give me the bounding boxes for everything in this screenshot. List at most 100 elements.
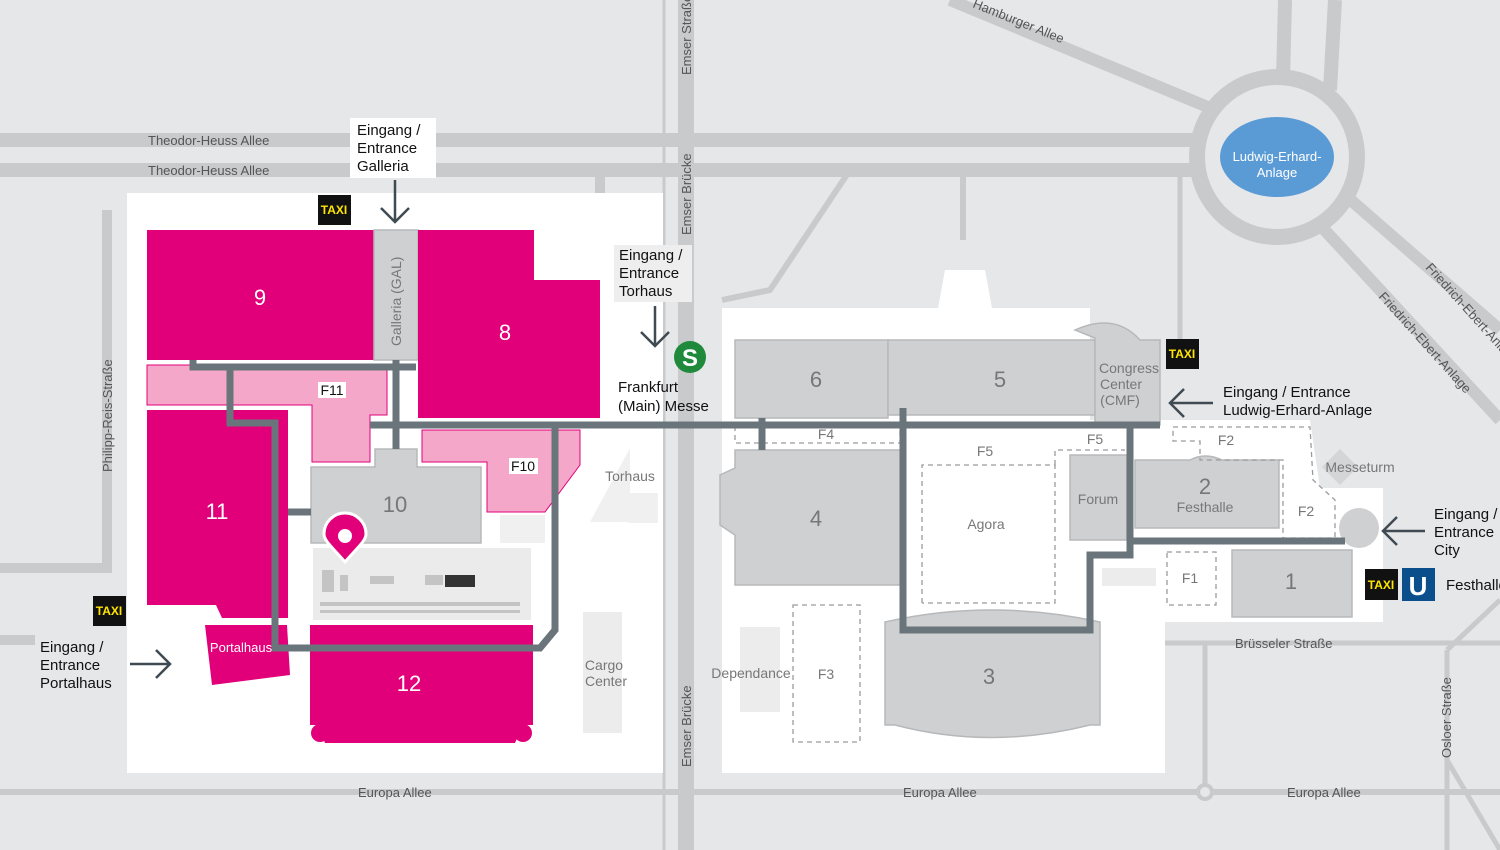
entrance-torhaus-3[interactable]: Torhaus [619, 283, 672, 300]
location-pin-icon[interactable] [322, 511, 368, 565]
label-theodor-heuss-2: Theodor-Heuss Allee [148, 163, 269, 178]
entrance-torhaus-1[interactable]: Eingang / [619, 247, 683, 264]
hall-6[interactable] [734, 339, 889, 419]
svg-text:TAXI: TAXI [321, 203, 347, 217]
hall-2-festhalle[interactable] [1134, 455, 1280, 529]
label-f11: F11 [320, 382, 343, 398]
entrance-torhaus-box [614, 245, 692, 302]
road-friedrich-ebert-1 [1341, 190, 1500, 335]
portalhaus[interactable] [205, 625, 290, 685]
label-f3: F3 [818, 666, 835, 682]
road-philipp-reis [0, 210, 112, 573]
entrance-portalhaus-3[interactable]: Portalhaus [40, 675, 112, 692]
taxi-icon: TAXI [318, 195, 351, 225]
label-messeturm: Messeturm [1325, 459, 1394, 475]
road-south-diag [1444, 758, 1500, 850]
label-portalhaus: Portalhaus [210, 640, 273, 655]
entrance-ludwig-2[interactable]: Ludwig-Erhard-Anlage [1223, 402, 1372, 419]
label-galleria: Galleria (GAL) [388, 257, 404, 346]
label-hall-8: 8 [499, 320, 511, 345]
torhaus-annex [628, 493, 658, 523]
label-emser-bruecke-bottom: Emser Brücke [679, 685, 694, 767]
hall-9[interactable] [147, 230, 374, 360]
entrance-galleria-box [350, 118, 436, 178]
torhaus-building [590, 448, 630, 522]
hall-12-bump-right [514, 724, 532, 742]
hall-3[interactable] [884, 609, 1101, 739]
label-theodor-heuss-1: Theodor-Heuss Allee [148, 133, 269, 148]
exhibitor-logos-area [313, 548, 531, 620]
hall-8[interactable] [418, 230, 600, 418]
taxi-icon: TAXI [1365, 569, 1398, 600]
arrow-left-icon [1381, 516, 1425, 546]
label-f4: F4 [818, 426, 835, 442]
label-f2-b: F2 [1298, 503, 1315, 519]
label-roundabout-2: Anlage [1257, 165, 1297, 180]
forum[interactable] [1069, 454, 1128, 541]
label-festhalle: Festhalle [1177, 499, 1234, 515]
exhibitor-logos [320, 570, 520, 613]
road-north-1 [1276, 0, 1292, 81]
label-cargo-2: Center [585, 673, 627, 689]
label-forum: Forum [1078, 491, 1118, 507]
taxi-icon: TAXI [1166, 339, 1199, 369]
u-bahn-icon[interactable] [1402, 568, 1435, 601]
station-name-1[interactable]: Frankfurt [618, 379, 679, 396]
label-hall-12: 12 [397, 671, 421, 696]
arrow-right-icon [130, 649, 172, 679]
ludwig-erhard-lake [1220, 117, 1334, 197]
walkways [189, 360, 1345, 652]
galleria[interactable] [373, 229, 419, 361]
svg-text:TAXI: TAXI [1169, 347, 1195, 361]
station-name-2[interactable]: (Main) Messe [618, 398, 709, 415]
label-europa-3: Europa Allee [1287, 785, 1361, 800]
s-bahn-icon[interactable] [674, 341, 706, 373]
label-roundabout-1: Ludwig-Erhard- [1233, 149, 1322, 164]
label-hall-5: 5 [994, 367, 1006, 392]
u-bahn-festhalle[interactable]: Festhalle [1446, 577, 1500, 594]
label-agora: Agora [967, 516, 1005, 532]
arrow-down-icon [640, 306, 670, 348]
city-entrance-rotunda [1339, 508, 1379, 548]
label-hall-9: 9 [254, 285, 266, 310]
label-hall-10: 10 [383, 492, 407, 517]
hall-5[interactable] [887, 339, 1096, 416]
hall-f10[interactable] [421, 429, 581, 513]
label-europa-2: Europa Allee [903, 785, 977, 800]
u-bahn-symbol: U [1409, 571, 1428, 601]
svg-text:TAXI: TAXI [96, 604, 122, 618]
label-hall-2: 2 [1199, 474, 1211, 499]
small-roundabout [1196, 783, 1214, 801]
congress-center[interactable] [1073, 322, 1161, 426]
entrance-galleria-3[interactable]: Galleria [357, 158, 409, 175]
hall-12[interactable] [310, 625, 533, 743]
label-cmf-3: (CMF) [1100, 392, 1140, 408]
entrance-ludwig-1[interactable]: Eingang / Entrance [1223, 384, 1351, 401]
entrance-galleria-1[interactable]: Eingang / [357, 122, 421, 139]
label-hall-3: 3 [983, 664, 995, 689]
entrance-portalhaus-2[interactable]: Entrance [40, 657, 100, 674]
road-osloer-diag [1445, 598, 1500, 652]
arrow-left-icon [1168, 388, 1213, 418]
label-bruesseler: Brüsseler Straße [1235, 636, 1333, 651]
taxi-icon: TAXI [93, 596, 126, 626]
label-hall-6: 6 [810, 367, 822, 392]
label-f5-b: F5 [1087, 431, 1104, 447]
entrance-city-3[interactable]: City [1434, 542, 1460, 559]
label-philipp-reis: Philipp-Reis-Straße [100, 359, 115, 472]
dependance-building [740, 627, 780, 712]
entrance-torhaus-2[interactable]: Entrance [619, 265, 679, 282]
entrance-city-1[interactable]: Eingang / [1434, 506, 1498, 523]
road-friedrich-ebert-2 [1315, 220, 1500, 425]
label-europa-1: Europa Allee [358, 785, 432, 800]
entrance-galleria-2[interactable]: Entrance [357, 140, 417, 157]
entrance-portalhaus-1[interactable]: Eingang / [40, 639, 104, 656]
annex-building-east [1102, 568, 1156, 586]
area-f3 [792, 604, 861, 743]
roundabout [1189, 69, 1365, 245]
entrance-city-2[interactable]: Entrance [1434, 524, 1494, 541]
road-ramp [721, 168, 853, 303]
hall-11[interactable] [147, 410, 288, 618]
s-bahn-symbol: S [682, 345, 698, 372]
hall-1[interactable] [1231, 549, 1353, 618]
